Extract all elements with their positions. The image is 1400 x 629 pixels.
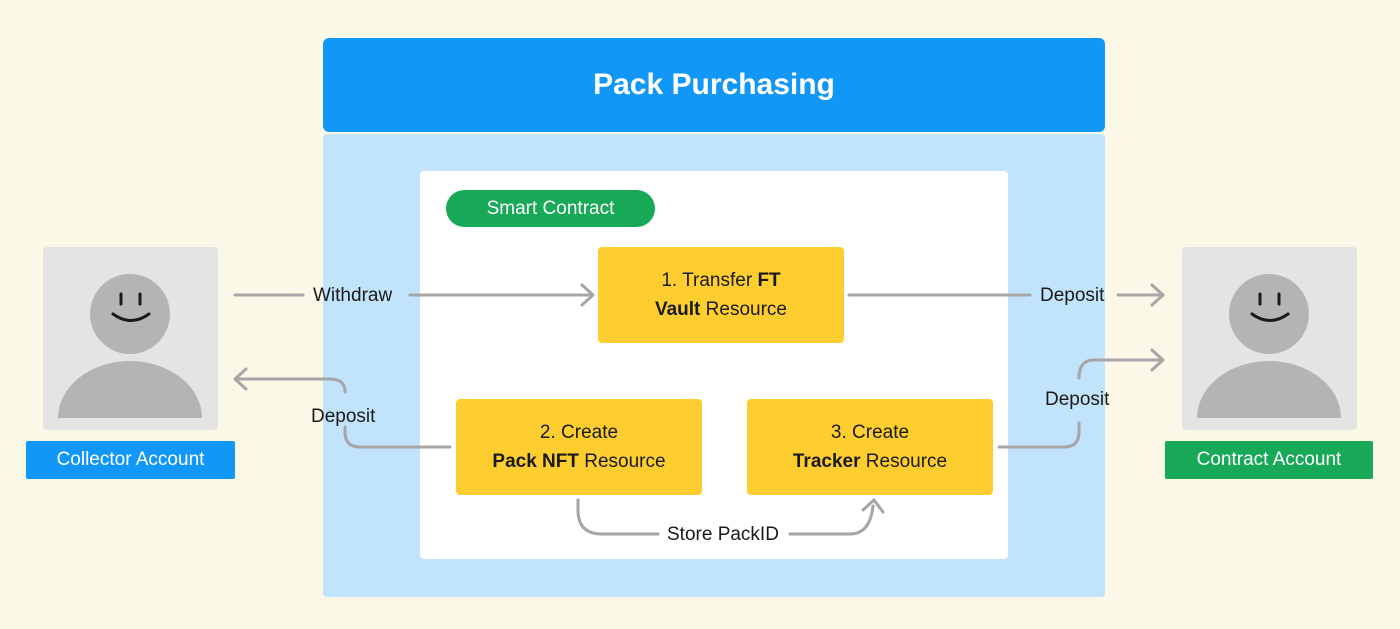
step-create-tracker-line2: Tracker Resource xyxy=(793,447,947,476)
store-packid-arrow-icon xyxy=(861,498,885,514)
step-create-tracker: 3. Create Tracker Resource xyxy=(747,399,993,495)
withdraw-arrow-icon xyxy=(580,283,595,307)
deposit-collector-arrow-line xyxy=(343,425,452,449)
step-transfer-line1-text: 1. Transfer xyxy=(661,270,758,291)
step-transfer-ft-vault: 1. Transfer FT Vault Resource xyxy=(598,247,844,343)
step-create-tracker-line2-text: Resource xyxy=(860,451,948,472)
step-create-tracker-line1: 3. Create xyxy=(830,422,910,443)
step-transfer-line1: 1. Transfer FT xyxy=(661,266,780,295)
deposit-collector-arrow-icon xyxy=(233,367,248,391)
deposit-collector-label: Deposit xyxy=(311,406,376,427)
deposit-tracker-arrow-line xyxy=(997,421,1081,449)
step-create-pack-nft: 2. Create Pack NFT Resource xyxy=(456,399,702,495)
deposit-ft-arrow-icon xyxy=(1150,283,1165,307)
diagram-title: Pack Purchasing xyxy=(323,38,1105,132)
contract-account-label: Contract Account xyxy=(1165,441,1373,479)
deposit-collector-arrow-line-2 xyxy=(234,377,347,394)
store-packid-arrow-line xyxy=(576,498,660,536)
store-packid-label: Store PackID xyxy=(667,524,779,545)
deposit-ft-label: Deposit xyxy=(1040,285,1105,306)
step-transfer-line1-bold: FT xyxy=(757,270,781,291)
step-transfer-line2: Vault Resource xyxy=(655,295,787,324)
step-transfer-line2-bold: Vault xyxy=(654,299,701,320)
step-create-pack-line2-text: Resource xyxy=(578,451,666,472)
store-packid-arrow-line-2 xyxy=(788,504,875,536)
step-create-pack-line2-bold: Pack NFT xyxy=(492,451,579,472)
smiley-person-icon xyxy=(58,274,202,418)
deposit-tracker-arrow-icon xyxy=(1150,348,1165,372)
collector-account-label: Collector Account xyxy=(26,441,235,479)
step-create-pack-line2: Pack NFT Resource xyxy=(492,447,665,476)
smart-contract-badge: Smart Contract xyxy=(446,190,655,227)
step-create-tracker-line2-bold: Tracker xyxy=(792,451,861,472)
deposit-tracker-label: Deposit xyxy=(1045,389,1110,410)
contract-avatar xyxy=(1182,247,1357,430)
smiley-person-icon xyxy=(1197,274,1341,418)
deposit-tracker-arrow-line-2 xyxy=(1077,358,1165,380)
step-create-pack-line1: 2. Create xyxy=(539,422,619,443)
collector-avatar xyxy=(43,247,218,430)
step-transfer-line2-text: Resource xyxy=(700,299,787,320)
withdraw-label: Withdraw xyxy=(313,285,393,306)
